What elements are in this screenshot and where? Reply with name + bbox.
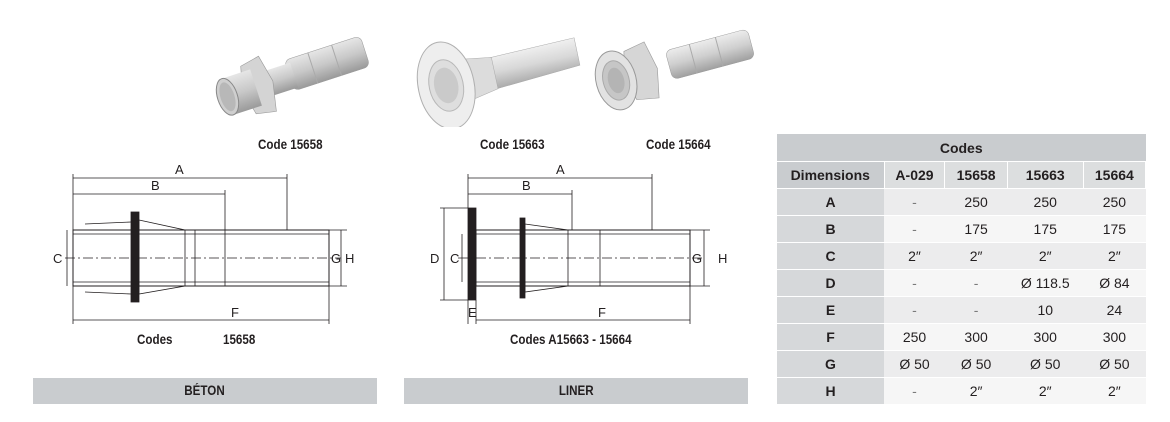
table-cell: - xyxy=(884,215,945,243)
table-cell: - xyxy=(884,296,945,324)
drawing-caption-number: 15658 xyxy=(223,332,256,347)
section-bar-label: BÉTON xyxy=(184,383,226,398)
table-cell: 2″ xyxy=(1007,242,1084,270)
dimension-letter-g: G xyxy=(692,251,702,266)
section-bar-beton: BÉTON xyxy=(33,378,377,404)
dimension-letter-h: H xyxy=(345,251,354,266)
table-cell: - xyxy=(884,377,945,405)
table-cell: 175 xyxy=(1007,215,1084,243)
section-bar-label: LINER xyxy=(558,383,594,398)
table-cell: - xyxy=(884,188,945,216)
table-cell: 2″ xyxy=(884,242,945,270)
dimension-letter-c: C xyxy=(53,251,62,266)
product-photo-15664 xyxy=(594,29,754,111)
row-header: F xyxy=(777,323,884,351)
table-cell: 300 xyxy=(1007,323,1084,351)
table-cell: 2″ xyxy=(1083,242,1146,270)
dimension-letter-h: H xyxy=(718,251,727,266)
row-header: G xyxy=(777,350,884,378)
section-bar-liner: LINER xyxy=(404,378,748,404)
table-title-row: Codes xyxy=(777,134,1146,162)
dimension-letter-b: B xyxy=(522,178,531,193)
column-header: 15658 xyxy=(944,161,1008,189)
table-cell: 300 xyxy=(944,323,1008,351)
product-photo-15663 xyxy=(416,37,581,127)
row-header: A xyxy=(777,188,884,216)
technical-drawing-beton: A B C G H F xyxy=(53,162,354,324)
table-cell: 10 xyxy=(1007,296,1084,324)
dimension-letter-d: D xyxy=(430,251,439,266)
table-cell: 175 xyxy=(944,215,1008,243)
table-row: H-2″2″2″ xyxy=(777,377,1146,405)
table-cell: Ø 84 xyxy=(1083,269,1146,297)
table-header-row: Dimensions A-029 15658 15663 15664 xyxy=(777,161,1147,189)
table-cell: Ø 50 xyxy=(1083,350,1146,378)
row-header: B xyxy=(777,215,884,243)
table-cell: 24 xyxy=(1083,296,1146,324)
column-header: 15663 xyxy=(1007,161,1084,189)
dimensions-table: Codes Dimensions A-029 15658 15663 15664… xyxy=(777,134,1147,405)
table-cell: Ø 50 xyxy=(884,350,945,378)
drawing-caption: Codes A15663 - 15664 xyxy=(510,332,632,347)
product-code-label: Code 15664 xyxy=(646,137,711,152)
row-header: C xyxy=(777,242,884,270)
table-cell: 250 xyxy=(884,323,945,351)
dimension-letter-e: E xyxy=(468,305,477,320)
table-cell: 250 xyxy=(944,188,1008,216)
dimension-letter-g: G xyxy=(331,251,341,266)
dimension-letter-f: F xyxy=(598,305,606,320)
dimension-letter-f: F xyxy=(231,305,239,320)
column-header: 15664 xyxy=(1083,161,1147,189)
table-cell: - xyxy=(944,296,1008,324)
table-cell: 250 xyxy=(1007,188,1084,216)
row-header: D xyxy=(777,269,884,297)
table-cell: Ø 50 xyxy=(1007,350,1084,378)
dimension-letter-a: A xyxy=(556,162,565,177)
table-cell: Ø 50 xyxy=(944,350,1008,378)
table-title: Codes xyxy=(777,134,1146,162)
table-cell: 250 xyxy=(1083,188,1146,216)
technical-drawing-liner: A B D C G H F E xyxy=(430,162,727,324)
table-cell: 2″ xyxy=(1083,377,1146,405)
column-header: A-029 xyxy=(884,161,946,189)
table-cell: 2″ xyxy=(944,242,1008,270)
column-header: Dimensions xyxy=(777,161,885,189)
row-header: E xyxy=(777,296,884,324)
dimension-letter-a: A xyxy=(175,162,184,177)
row-header: H xyxy=(777,377,884,405)
product-code-label: Code 15663 xyxy=(480,137,545,152)
table-cell: 2″ xyxy=(1007,377,1084,405)
product-code-label: Code 15658 xyxy=(258,137,323,152)
product-photo-15658 xyxy=(215,37,369,116)
table-cell: 2″ xyxy=(944,377,1008,405)
table-cell: 175 xyxy=(1083,215,1146,243)
table-cell: - xyxy=(944,269,1008,297)
dimension-letter-b: B xyxy=(151,178,160,193)
drawing-caption-codes: Codes xyxy=(137,332,173,347)
dimension-letter-c: C xyxy=(450,251,459,266)
table-cell: 300 xyxy=(1083,323,1146,351)
table-cell: - xyxy=(884,269,945,297)
table-cell: Ø 118.5 xyxy=(1007,269,1084,297)
